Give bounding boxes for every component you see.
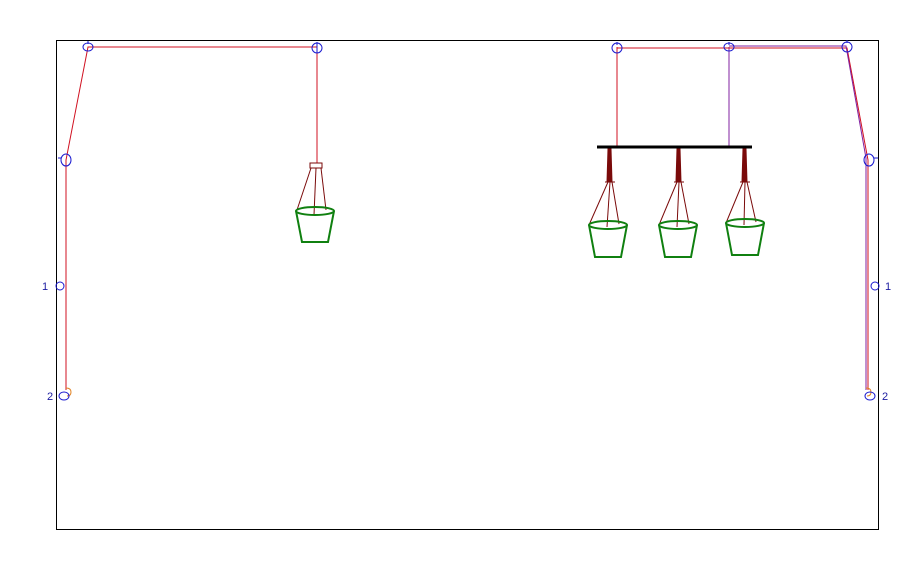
- anchor-2-icon: [58, 391, 70, 401]
- left-label-1: 1: [42, 281, 48, 293]
- right-ropes: [616, 45, 869, 390]
- left-bucket: [295, 162, 335, 243]
- bucket: [658, 148, 698, 258]
- left-rope: [65, 46, 318, 390]
- frame: [56, 40, 879, 530]
- left-pulleys: [55, 41, 323, 401]
- bucket: [725, 148, 765, 256]
- right-label-1: 1: [885, 281, 891, 293]
- left-label-2: 2: [47, 391, 53, 403]
- pulley-icon: [863, 153, 875, 167]
- right-buckets: [588, 148, 765, 258]
- anchor-2-icon: [864, 391, 876, 401]
- right-label-2: 2: [882, 391, 888, 403]
- anchor-1-icon: [870, 281, 880, 291]
- anchor-1-icon: [55, 281, 65, 291]
- pulley-icon: [60, 153, 72, 167]
- bucket: [588, 148, 628, 258]
- right-pulleys: [611, 40, 880, 401]
